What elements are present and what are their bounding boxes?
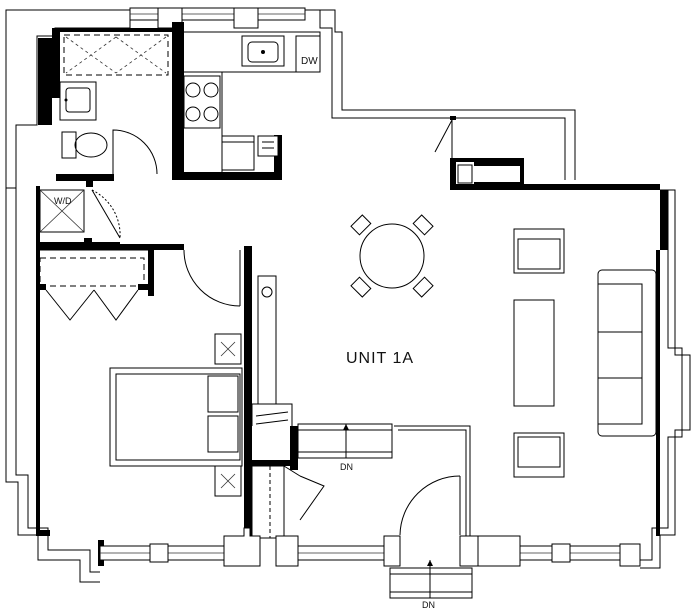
dining-table <box>350 214 434 298</box>
dishwasher-label: DW <box>301 56 318 67</box>
bottom-walls <box>40 250 660 567</box>
entry-door: DN <box>389 425 473 610</box>
living-furniture <box>513 228 657 478</box>
stair-down-label-1: DN <box>340 462 353 472</box>
exterior-outline <box>5 9 691 583</box>
washer-dryer-label: W/D <box>54 196 72 206</box>
top-windows <box>129 7 306 29</box>
stair-down-label-2: DN <box>422 600 435 610</box>
bathroom <box>38 22 180 187</box>
bedroom <box>36 244 243 536</box>
laundry-closet: W/D <box>36 186 121 248</box>
unit-label: UNIT 1A <box>346 350 414 367</box>
center-hall: DN <box>244 246 393 539</box>
right-upper-walls <box>434 116 668 250</box>
kitchen: DW <box>172 22 321 180</box>
